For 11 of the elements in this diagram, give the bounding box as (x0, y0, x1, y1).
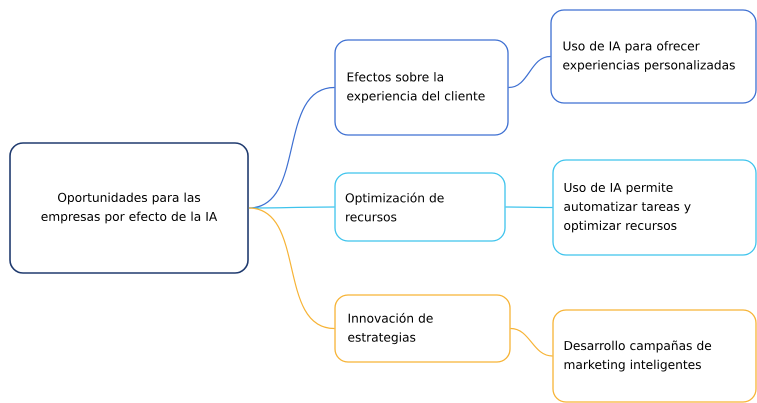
topic-box: Innovación de estrategias (334, 294, 511, 363)
topic-box: Desarrollo campañas de marketing inteligentes (552, 309, 757, 403)
topic-box: Efectos sobre la experiencia del cliente (334, 39, 509, 136)
topic-box: Uso de IA para ofrecer experiencias personalizadas (550, 9, 757, 104)
connector (506, 206, 552, 208)
connector (510, 328, 552, 357)
topic-box: Optimización de recursos (334, 172, 506, 242)
root-box: Oportunidades para las empresas por efecto de la IA (9, 142, 249, 274)
topic-box: Uso de IA permite automatizar tareas y optimizar recursos (552, 159, 757, 256)
connector (248, 207, 334, 330)
connector (508, 56, 550, 88)
